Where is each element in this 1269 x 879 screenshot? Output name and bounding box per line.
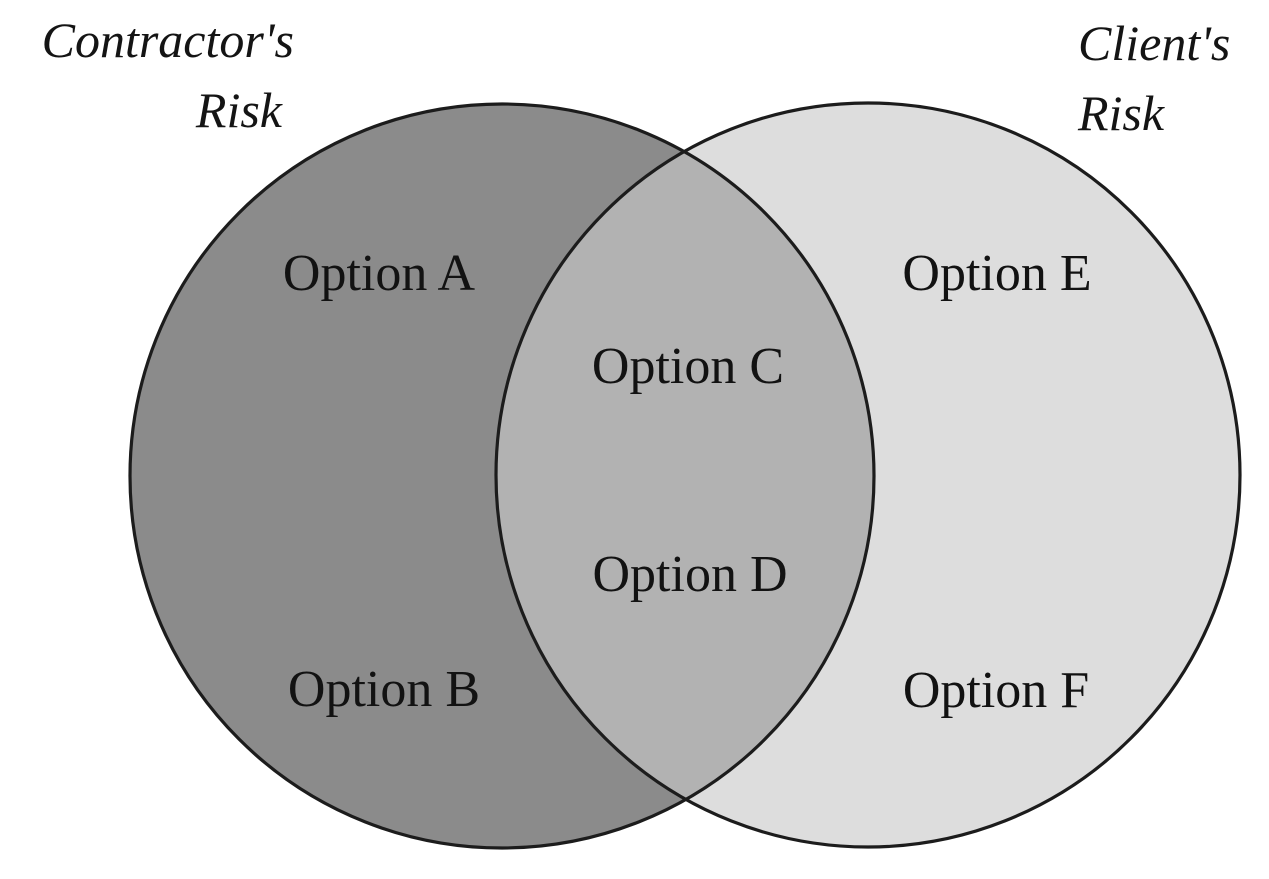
overlap-region-fill <box>496 104 874 847</box>
option-a-label: Option A <box>283 245 476 302</box>
option-e-label: Option E <box>902 245 1091 302</box>
option-f-label: Option F <box>903 662 1089 719</box>
option-b-label: Option B <box>288 661 480 718</box>
option-d-label: Option D <box>593 546 788 603</box>
client-risk-title-line1: Client's <box>1078 15 1230 71</box>
contractor-risk-title-line2: Risk <box>195 82 283 138</box>
client-risk-title-line2: Risk <box>1077 85 1165 141</box>
option-c-label: Option C <box>592 338 784 395</box>
client-circle-outline <box>494 101 1242 849</box>
contractor-risk-title-line1: Contractor's <box>42 12 294 68</box>
contractor-circle-outline <box>128 102 876 850</box>
